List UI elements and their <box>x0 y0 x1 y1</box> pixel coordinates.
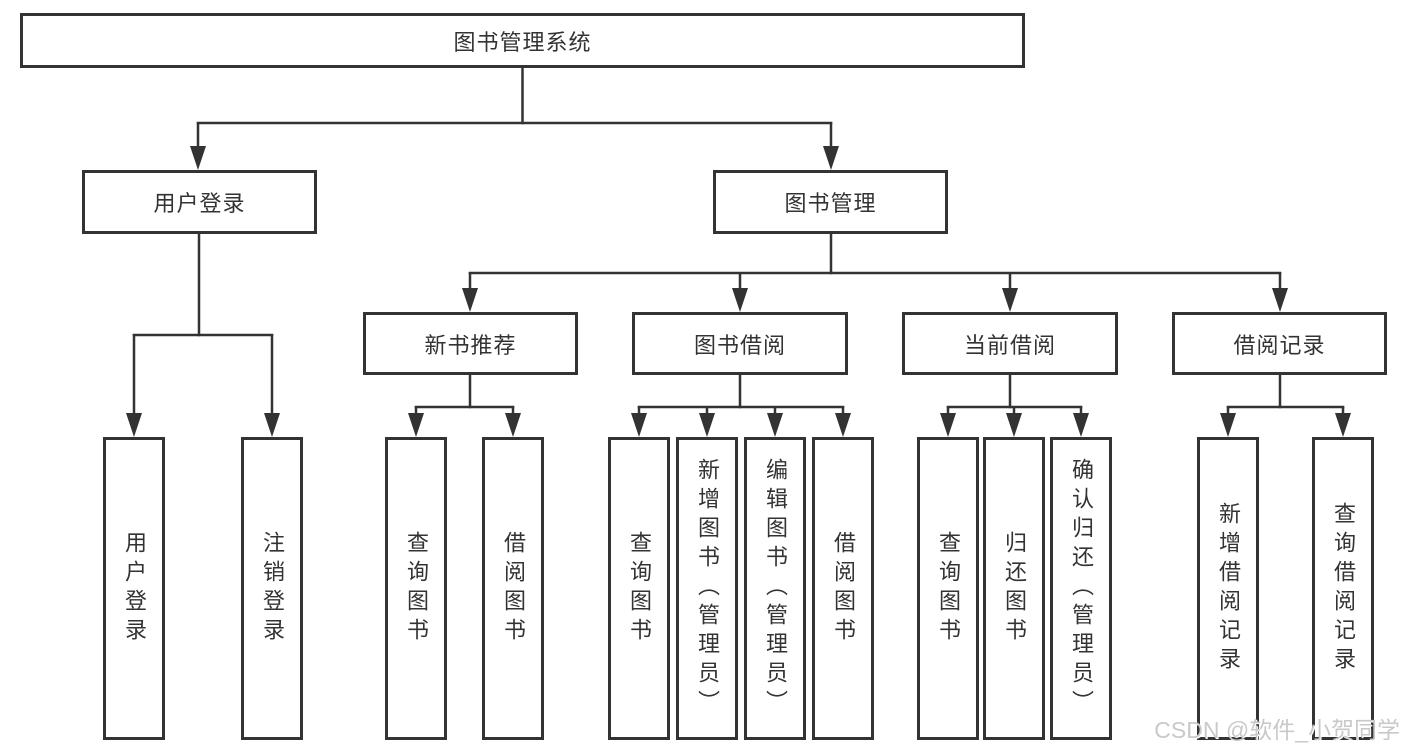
node-confirm-return-admin: 确认归还（管理员） <box>1050 437 1112 740</box>
node-borrowing-records-label: 借阅记录 <box>1233 332 1326 358</box>
node-book-management: 图书管理 <box>713 170 948 234</box>
node-add-books-admin-label: 新增图书（管理员） <box>695 458 720 719</box>
node-library-management-system: 图书管理系统 <box>20 13 1025 68</box>
node-recommend-borrow-books: 借阅图书 <box>482 437 544 740</box>
connector-book-management-to-level3 <box>462 233 1288 312</box>
connector-root-to-level2 <box>190 68 839 170</box>
node-book-borrowing-label: 图书借阅 <box>693 332 786 358</box>
connector-current-borrowing-to-children <box>940 375 1089 437</box>
node-recommend-borrow-books-label: 借阅图书 <box>501 530 526 647</box>
node-edit-books-admin: 编辑图书（管理员） <box>744 437 806 740</box>
node-edit-books-admin-label: 编辑图书（管理员） <box>763 458 788 719</box>
node-recommend-query-books-label: 查询图书 <box>404 530 429 647</box>
node-recommend-query-books: 查询图书 <box>385 437 447 740</box>
node-user-login-label: 用户登录 <box>153 191 246 216</box>
connector-book-borrowing-to-children <box>631 375 851 437</box>
node-borrowing-query-books-label: 查询图书 <box>627 530 652 647</box>
node-query-borrow-record-label: 查询借阅记录 <box>1331 501 1356 676</box>
node-current-borrowing: 当前借阅 <box>902 312 1118 375</box>
node-borrowing-records: 借阅记录 <box>1172 312 1387 375</box>
connector-new-book-to-children <box>408 375 521 437</box>
node-add-books-admin: 新增图书（管理员） <box>676 437 738 740</box>
node-borrow-books-label: 借阅图书 <box>831 530 856 647</box>
node-add-borrow-record-label: 新增借阅记录 <box>1216 501 1241 676</box>
node-new-book-recommendation: 新书推荐 <box>363 312 578 375</box>
node-return-books-label: 归还图书 <box>1002 530 1027 647</box>
node-add-borrow-record: 新增借阅记录 <box>1197 437 1259 740</box>
node-book-management-label: 图书管理 <box>784 191 877 216</box>
node-logout-action: 注销登录 <box>241 437 303 740</box>
node-user-login-action: 用户登录 <box>103 437 165 740</box>
csdn-watermark: CSDN @软件_小贺同学 <box>1154 717 1400 743</box>
node-new-book-recommendation-label: 新书推荐 <box>424 332 517 358</box>
connector-borrowing-records-to-children <box>1220 375 1351 437</box>
node-current-query-books-label: 查询图书 <box>936 530 961 647</box>
node-confirm-return-admin-label: 确认归还（管理员） <box>1069 458 1094 719</box>
node-user-login-action-label: 用户登录 <box>122 530 147 647</box>
node-borrow-books: 借阅图书 <box>812 437 874 740</box>
node-logout-action-label: 注销登录 <box>260 530 285 647</box>
node-library-management-system-label: 图书管理系统 <box>453 29 592 55</box>
node-current-query-books: 查询图书 <box>917 437 979 740</box>
connector-user-login-to-children <box>126 233 280 437</box>
node-query-borrow-record: 查询借阅记录 <box>1312 437 1374 740</box>
node-current-borrowing-label: 当前借阅 <box>963 332 1056 358</box>
node-book-borrowing: 图书借阅 <box>632 312 848 375</box>
node-borrowing-query-books: 查询图书 <box>608 437 670 740</box>
node-return-books: 归还图书 <box>983 437 1045 740</box>
node-user-login: 用户登录 <box>82 170 317 234</box>
